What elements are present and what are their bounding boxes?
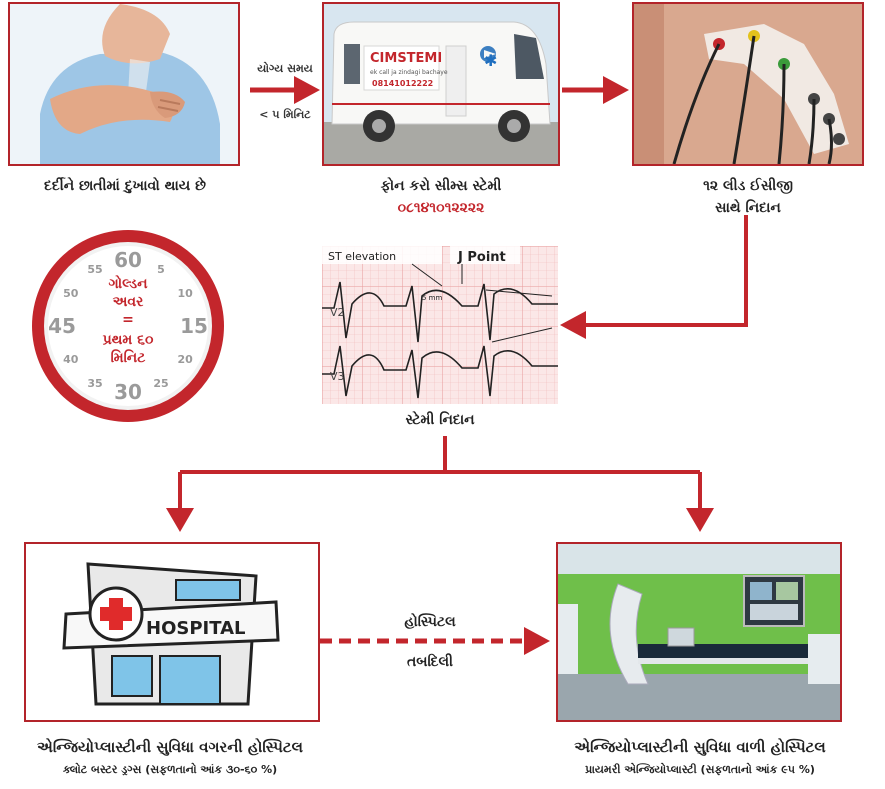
ambulance-logo: CIMSTEMI [370,51,442,66]
transfer-line2: તબદિલી [406,654,454,670]
clock-text-line4: પ્રથમ ૬૦ [102,332,154,348]
clock-number: 45 [48,314,76,338]
clock-number: 15 [180,314,208,338]
arrow-stemi-split [166,436,714,532]
clock-number: 10 [178,287,194,300]
hospital-without-caption: એન્જિયોપ્લાસ્ટીની સુવિધા વગરની હોસ્પિટલ [37,738,303,756]
ambulance-illustration: ✱ CIMSTEMI ek call ja zindagi bachaye 08… [324,4,558,164]
ambulance-van-phone: 08141012222 [372,79,433,88]
stemi-caption: સ્ટેમી નિદાન [405,412,475,428]
clock-number: 60 [114,248,142,272]
timing-label-bottom: < ૫ મિનિટ [259,108,311,121]
cath-lab-photo [556,542,842,722]
clock-text-line2: અવર [113,294,144,310]
clock-number: 55 [87,263,102,276]
ecg-caption-line2: સાથે નિદાન [715,200,781,216]
lead-v2-label: V2 [330,306,345,319]
patient-caption: દર્દીને છાતીમાં દુખાવો થાય છે [44,178,206,194]
clock-number: 30 [114,380,142,404]
ambulance-phone: ૦૮૧૪૧૦૧૨૨૨૨ [397,200,485,216]
patient-illustration [10,4,238,164]
stemi-ecg-illustration: ST elevation J Point 5 mm V2 V3 [322,246,558,404]
hospital-with-caption: એન્જિયોપ્લાસ્ટીની સુવિધા વાળી હોસ્પિટલ [574,738,826,756]
hospital-with-subcaption: પ્રાયમરી એન્જિયોપ્લાસ્ટી (સફળતાનો આંક ૯૫… [585,763,815,776]
clock-number: 50 [63,287,79,300]
arrow-ecg-to-stemi [560,215,748,339]
arrow-ambulance-to-ecg [562,76,629,104]
hospital-without-subcaption: ક્લોટ બસ્ટર ડ્રગ્સ (સફળતાનો આંક ૩૦-૬૦ %) [62,763,278,776]
clock-number: 35 [87,377,102,390]
lead-v3-label: V3 [330,370,345,383]
ecg-leads-photo [632,2,864,166]
clock-number: 20 [178,353,194,366]
svg-text:✱: ✱ [484,51,497,70]
clock-number: 25 [153,377,168,390]
ambulance-tagline: ek call ja zindagi bachaye [370,69,448,76]
hospital-sign: HOSPITAL [146,618,246,639]
clock-number: 40 [63,353,79,366]
clock-numbers: 60 5 10 15 20 25 30 35 40 45 50 55 [48,248,208,404]
clock-text-line1: ગોલ્ડન [108,274,148,292]
cath-lab-illustration [558,544,840,720]
ambulance-caption: ફોન કરો સીમ્સ સ્ટેમી [380,178,502,194]
patient-photo [8,2,240,166]
ambulance-photo: ✱ CIMSTEMI ek call ja zindagi bachaye 08… [322,2,560,166]
st-elevation-label: ST elevation [328,250,396,263]
ecg-caption-line1: ૧૨ લીડ ઈસીજી [703,178,793,194]
stemi-ecg-strip: ST elevation J Point 5 mm V2 V3 [322,246,558,404]
hospital-illustration: HOSPITAL [26,544,318,720]
arrow-patient-to-ambulance [250,76,320,104]
transfer-line1: હોસ્પિટલ [404,614,456,630]
golden-hour-clock: 60 5 10 15 20 25 30 35 40 45 50 55 ગોલ્ડન અવર = પ્ર… [32,230,224,422]
arrow-transfer [320,627,550,655]
clock-text-line3: = [122,312,134,328]
clock-text-line5: મિનિટ [111,349,147,366]
clock-number: 5 [157,263,165,276]
mm-label: 5 mm [422,294,442,302]
timing-label-top: યોગ્ય સમય [257,62,313,75]
hospital-without-panel: HOSPITAL [24,542,320,722]
j-point-label: J Point [457,250,506,265]
ecg-leads-illustration [634,4,862,164]
